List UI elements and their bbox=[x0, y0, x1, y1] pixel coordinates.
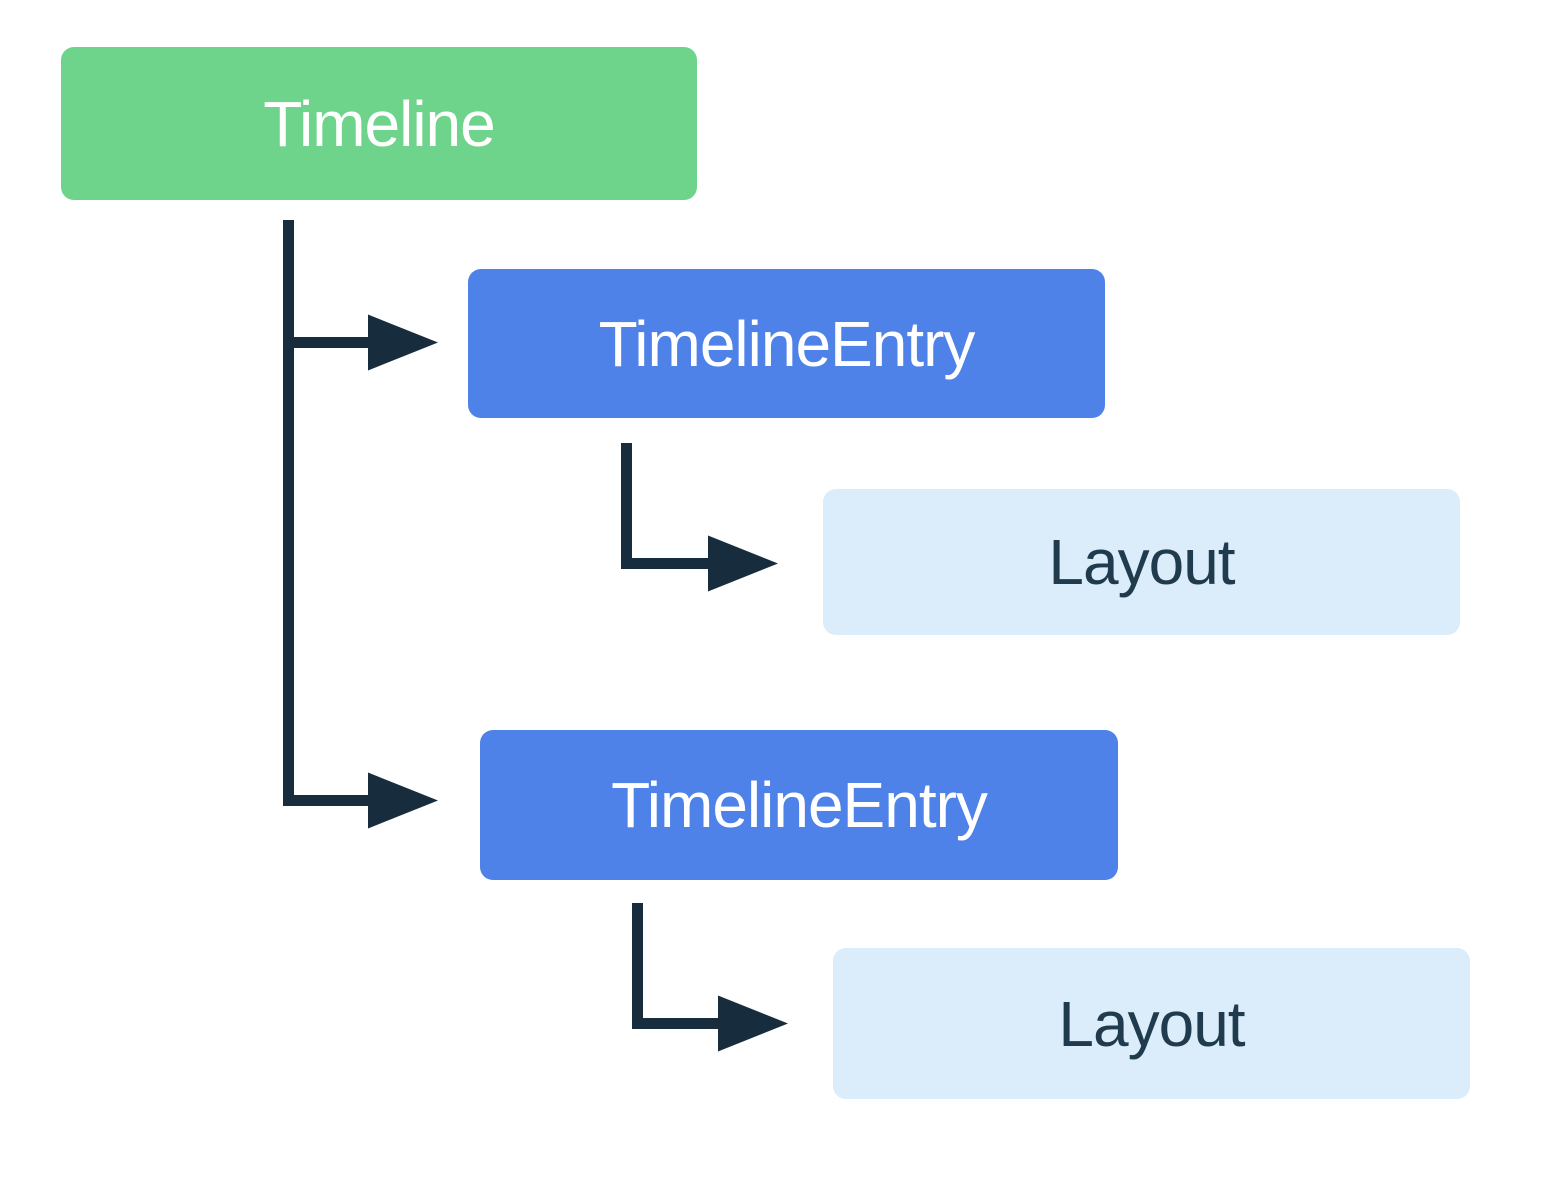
node-timeline-entry-1: TimelineEntry bbox=[468, 269, 1105, 418]
connector-timeline-to-entry2 bbox=[283, 220, 368, 806]
node-layout-1: Layout bbox=[823, 489, 1460, 635]
node-timeline: Timeline bbox=[61, 47, 697, 200]
node-timeline-entry-1-label: TimelineEntry bbox=[598, 307, 976, 380]
arrowhead-icon bbox=[368, 772, 438, 829]
connector-entry1-to-layout1 bbox=[621, 443, 708, 569]
connector-entry2-to-layout2 bbox=[632, 903, 718, 1029]
arrowhead-icon bbox=[368, 314, 438, 371]
node-timeline-entry-2: TimelineEntry bbox=[480, 730, 1118, 880]
arrowhead-icon bbox=[718, 995, 788, 1052]
node-layout-1-label: Layout bbox=[1048, 526, 1235, 598]
node-layout-2: Layout bbox=[833, 948, 1470, 1099]
node-layout-2-label: Layout bbox=[1058, 987, 1245, 1060]
node-timeline-entry-2-label: TimelineEntry bbox=[611, 769, 988, 841]
node-timeline-label: Timeline bbox=[263, 87, 495, 160]
arrowhead-icon bbox=[708, 535, 778, 592]
